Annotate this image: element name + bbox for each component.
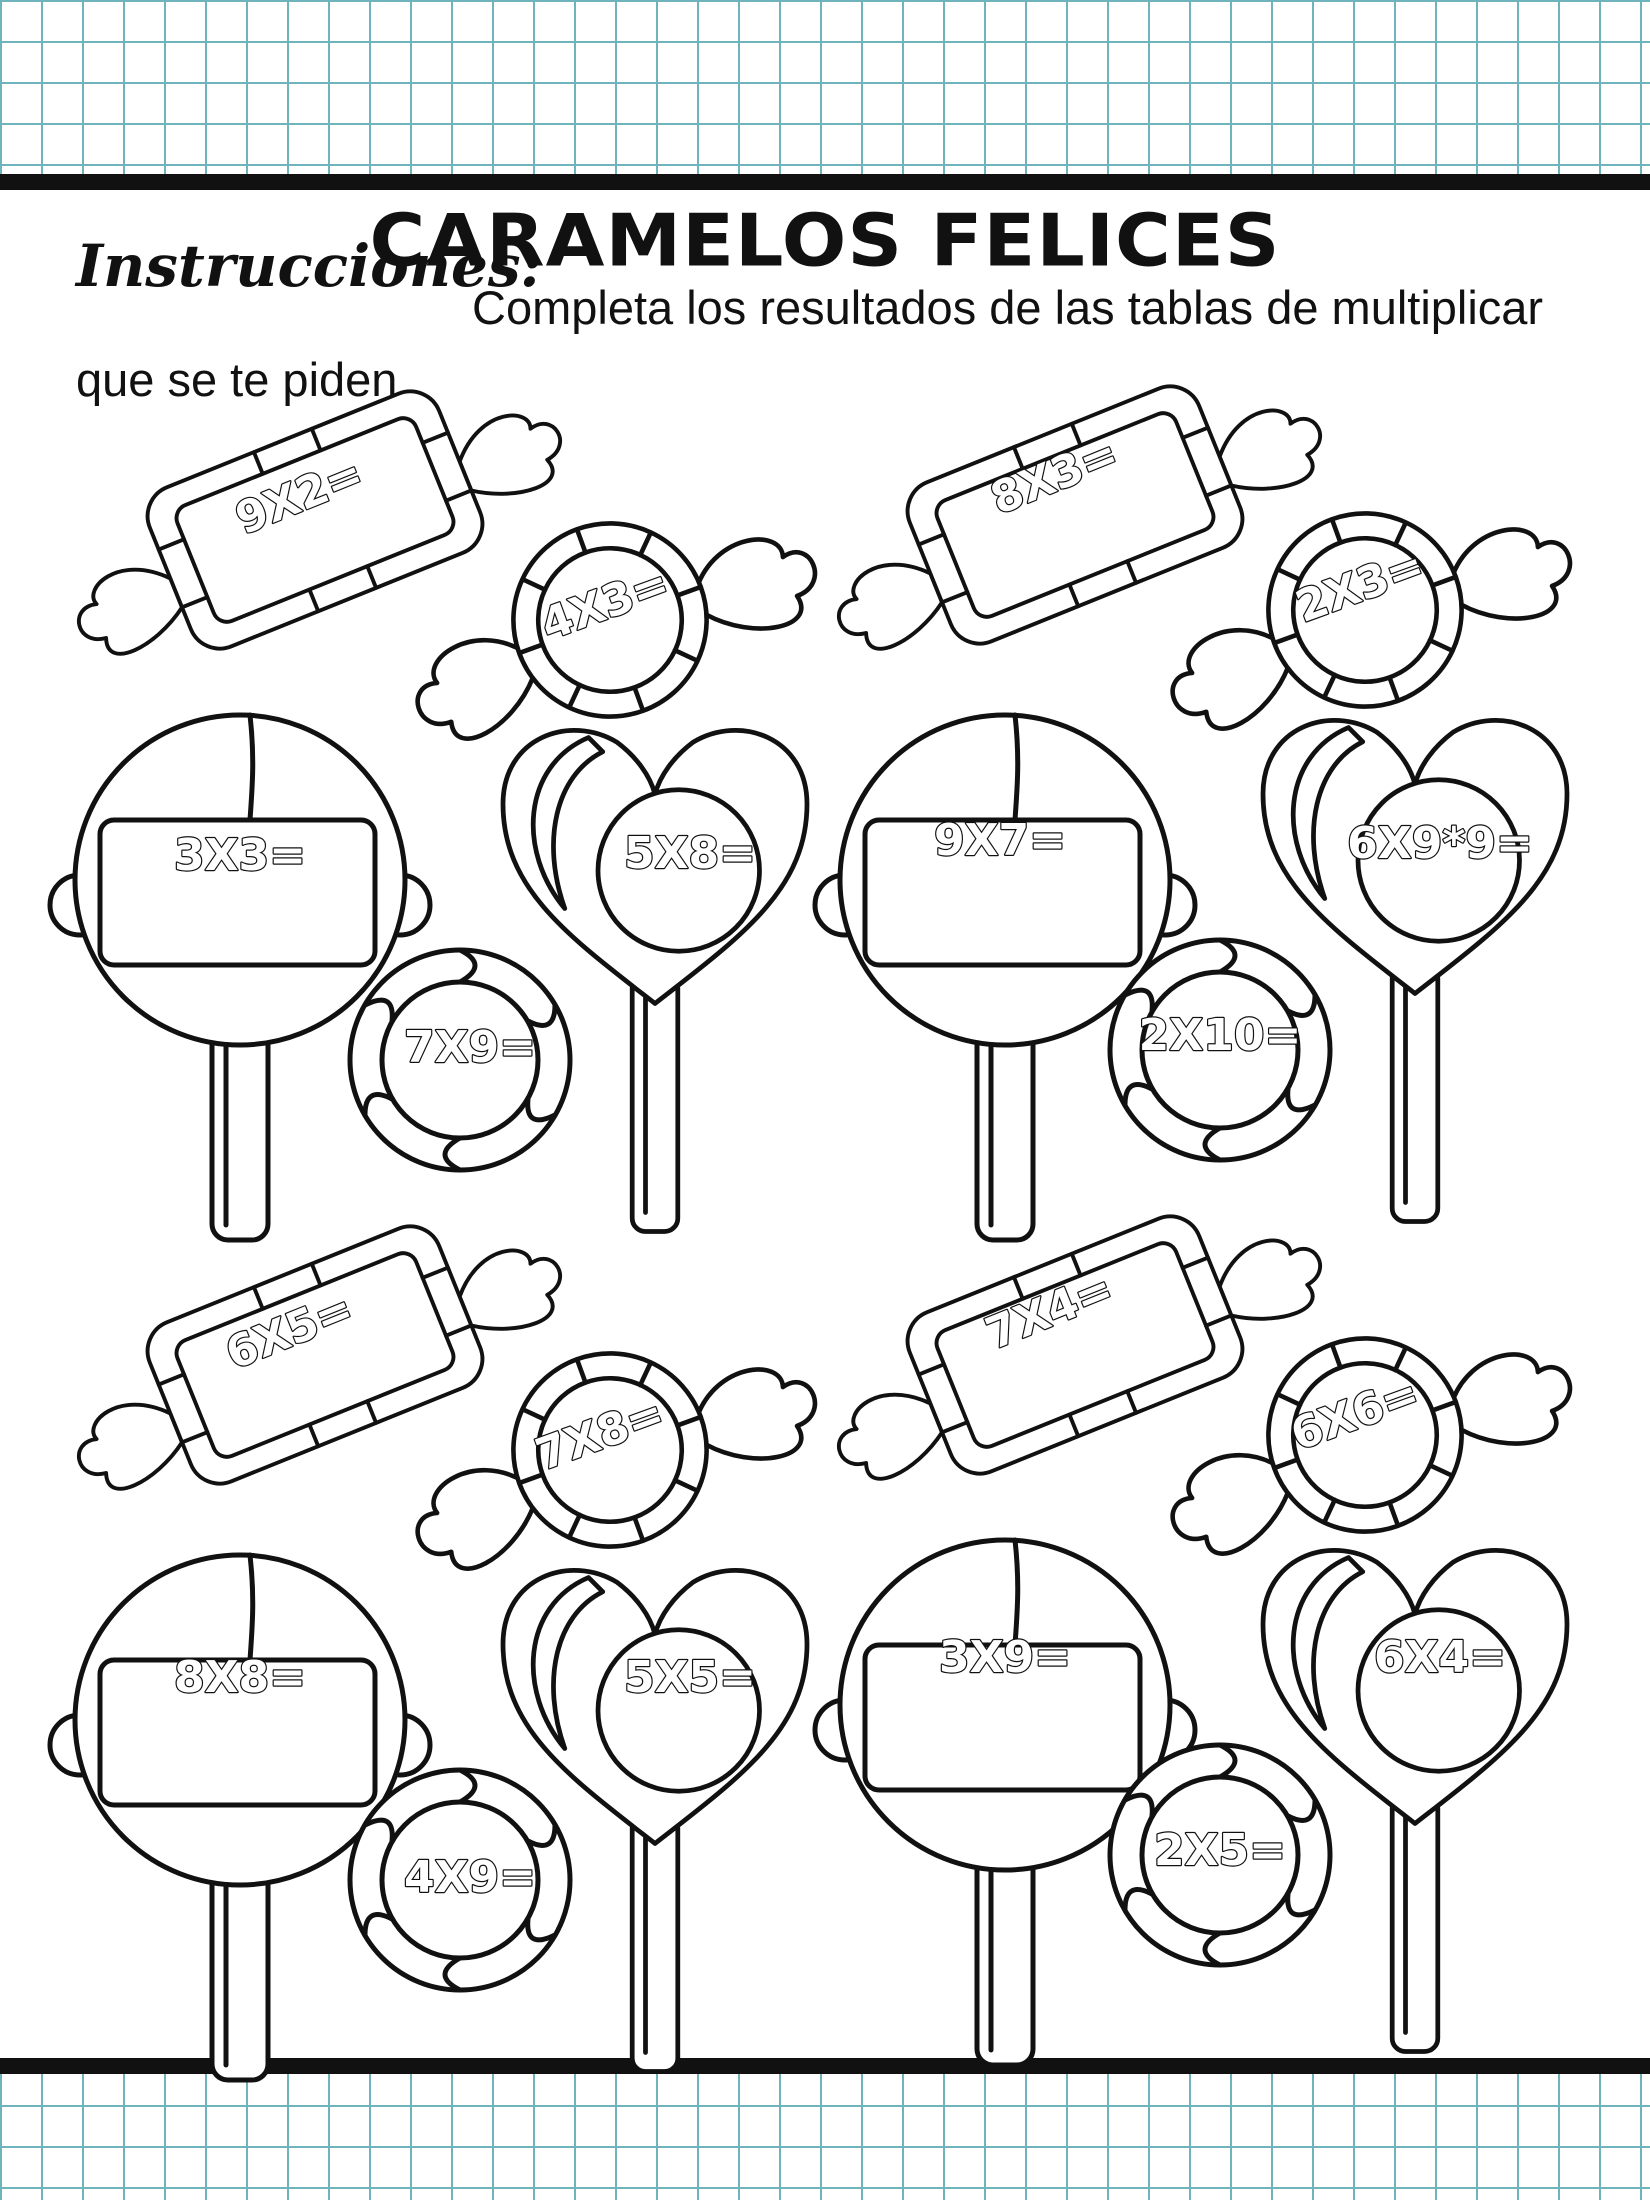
problem-label: 2X10= (1139, 1010, 1302, 1061)
instructions-text: Completa los resultados de las tablas de… (76, 281, 1544, 406)
page-title: CARAMELOS FELICES (369, 198, 1281, 283)
bottom-border-rule (0, 2058, 1650, 2074)
top-border-rule (0, 174, 1650, 190)
problem-label: 5X5= (624, 1652, 756, 1703)
grid-paper-bottom (0, 2064, 1650, 2200)
problem-label: 7X9= (404, 1022, 536, 1073)
grid-paper-top (0, 0, 1650, 176)
problem-label: 6X4= (1374, 1632, 1506, 1683)
problem-label: 8X8= (174, 1652, 306, 1703)
instructions-label: Instrucciones: (76, 232, 542, 300)
problem-label: 4X9= (404, 1852, 536, 1903)
problem-label: 2X5= (1154, 1825, 1286, 1876)
problem-label: 3X9= (939, 1632, 1071, 1683)
problem-label: 9X7= (934, 815, 1066, 866)
problem-label: 3X3= (174, 830, 306, 881)
problem-label: 5X8= (624, 828, 756, 879)
problem-label: 6X9*9= (1347, 818, 1533, 869)
